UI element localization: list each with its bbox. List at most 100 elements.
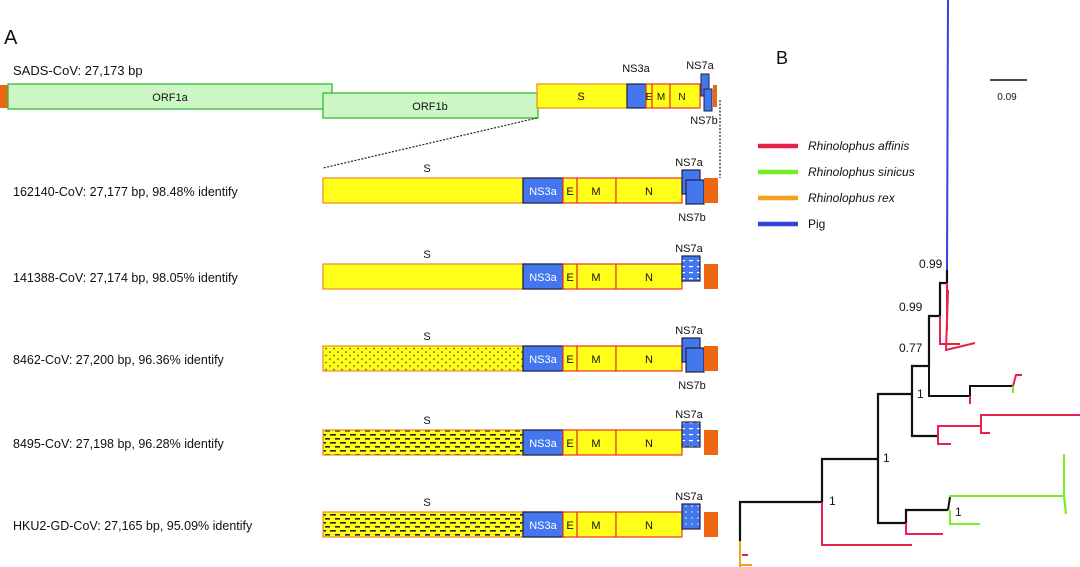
tree-branch — [821, 502, 912, 546]
n-gene-label: N — [645, 438, 653, 450]
genome-row: 162140-CoV: 27,177 bp, 98.48% identifySN… — [13, 157, 718, 224]
ns3a-gene — [522, 429, 564, 456]
legend-label: Rhinolophus affinis — [808, 139, 909, 153]
reference-genome: ORF1a ORF1b S NS3a E M N NS7a NS7b — [0, 60, 718, 127]
scale-bar-label: 0.09 — [997, 92, 1017, 103]
m-gene — [576, 511, 617, 538]
ns7a-gene — [681, 421, 701, 448]
tree-branch — [927, 314, 940, 366]
support-value: 0.77 — [899, 341, 923, 355]
n-gene-label: N — [678, 92, 685, 103]
s-gene — [536, 83, 628, 109]
ns7b-gene — [685, 179, 705, 205]
n-gene — [615, 263, 683, 290]
s-gene-label: S — [577, 91, 584, 103]
ns7a-label: NS7a — [675, 409, 703, 421]
n-gene — [615, 177, 683, 204]
tree-branch — [938, 281, 947, 316]
support-value: 0.99 — [899, 300, 923, 314]
legend-item: Rhinolophus rex — [758, 191, 896, 205]
n-gene — [615, 511, 683, 538]
tree-branch — [949, 454, 1065, 497]
n-gene-label: N — [645, 520, 653, 532]
n-gene-label: N — [645, 272, 653, 284]
tree-branch — [949, 510, 980, 525]
utr-3prime — [704, 264, 718, 289]
ns7b-gene — [703, 88, 713, 112]
legend-label: Pig — [808, 217, 825, 231]
tree-branch — [939, 316, 960, 345]
ns7b-label: NS7b — [690, 115, 718, 127]
orf1a-block — [7, 83, 333, 110]
utr-3prime — [704, 512, 718, 537]
genome-row: 8462-CoV: 27,200 bp, 96.36% identifySNS3… — [13, 325, 718, 392]
s-gene — [322, 429, 524, 456]
tree-branch — [905, 523, 943, 535]
ns7a-label: NS7a — [675, 325, 703, 337]
n-gene — [615, 345, 683, 372]
s-gene — [322, 263, 524, 290]
m-gene-label: M — [591, 438, 600, 450]
tree-branch — [937, 414, 1080, 436]
tree-branch — [910, 364, 929, 394]
utr-5prime — [0, 85, 8, 108]
ns3a-label: NS3a — [529, 272, 557, 284]
m-gene-label: M — [591, 272, 600, 284]
genome-title: HKU2-GD-CoV: 27,165 bp, 95.09% identify — [13, 519, 253, 533]
legend-item: Rhinolophus sinicus — [758, 165, 915, 179]
support-value: 0.99 — [919, 257, 943, 271]
genome-title: 141388-CoV: 27,174 bp, 98.05% identify — [13, 271, 238, 285]
s-gene-label: S — [423, 415, 430, 427]
support-value: 1 — [883, 451, 890, 465]
genome-rows: 162140-CoV: 27,177 bp, 98.48% identifySN… — [13, 157, 718, 538]
s-gene — [322, 345, 524, 372]
ns7b-gene — [685, 347, 705, 373]
m-gene — [576, 263, 617, 290]
n-gene-label: N — [645, 354, 653, 366]
ns7a-gene — [681, 255, 701, 282]
ns7a-label: NS7a — [675, 157, 703, 169]
m-gene-label: M — [591, 186, 600, 198]
n-gene — [669, 83, 701, 109]
tree-branch — [876, 459, 948, 525]
utr-3prime — [704, 346, 718, 371]
tree-branch — [910, 394, 938, 438]
tree-branch — [820, 457, 878, 502]
e-gene-label: E — [566, 354, 573, 366]
ns7a-label: NS7a — [675, 243, 703, 255]
tree-branch — [738, 500, 822, 541]
genome-row: 141388-CoV: 27,174 bp, 98.05% identify S N… — [13, 243, 718, 290]
tree-branch — [946, 0, 949, 271]
legend-item: Rhinolophus affinis — [758, 139, 909, 153]
tree-branch — [944, 289, 976, 352]
ns3a-gene — [522, 263, 564, 290]
genome-row: 8495-CoV: 27,198 bp, 96.28% identifySNS3… — [13, 409, 718, 456]
genome-title: 8495-CoV: 27,198 bp, 96.28% identify — [13, 437, 225, 451]
ns3a-gene — [522, 511, 564, 538]
s-gene-label: S — [423, 249, 430, 261]
tree-branch — [1012, 374, 1022, 387]
m-gene-label: M — [591, 520, 600, 532]
e-gene-label: E — [566, 520, 573, 532]
e-gene-label: E — [566, 186, 573, 198]
tree-branch — [876, 392, 912, 459]
ns3a-label: NS3a — [622, 63, 650, 75]
ns7b-label: NS7b — [678, 380, 706, 392]
tree-branch — [928, 366, 1013, 397]
tree-branch — [937, 436, 951, 445]
orf1a-label: ORF1a — [152, 92, 188, 104]
legend-item: Pig — [758, 217, 825, 231]
orf1b-label: ORF1b — [412, 101, 447, 113]
m-gene — [576, 345, 617, 372]
legend-label: Rhinolophus sinicus — [808, 165, 915, 179]
e-gene-label: E — [566, 272, 573, 284]
s-gene-label: S — [423, 163, 430, 175]
ns7b-label: NS7b — [678, 212, 706, 224]
reference-genome-title: SADS-CoV: 27,173 bp — [13, 63, 143, 78]
genome-title: 8462-CoV: 27,200 bp, 96.36% identify — [13, 353, 225, 367]
s-gene — [322, 511, 524, 538]
e-gene-label: E — [566, 438, 573, 450]
utr-3prime — [704, 430, 718, 455]
